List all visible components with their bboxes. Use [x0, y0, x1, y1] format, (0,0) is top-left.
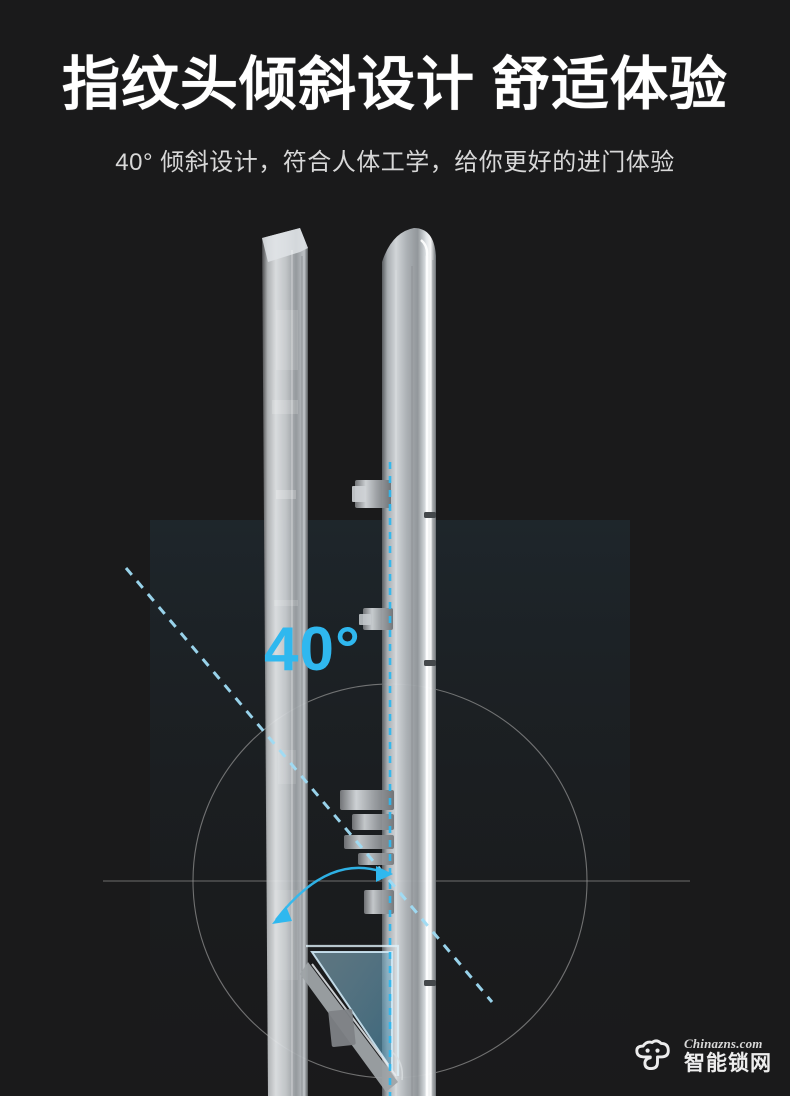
angle-arc — [275, 866, 389, 921]
page-title: 指纹头倾斜设计 舒适体验 — [61, 52, 729, 117]
lock-back-panel — [262, 228, 308, 1096]
angle-annotation — [124, 462, 494, 1096]
product-diagram: 40° — [0, 190, 790, 1096]
watermark-site: Chinazns.com — [684, 1036, 763, 1051]
angle-label: 40° — [264, 615, 361, 684]
page-subtitle: 40° 倾斜设计，符合人体工学，给你更好的进门体验 — [115, 148, 675, 176]
diagram-canvas: 40° — [103, 228, 690, 1096]
cloud-lock-logo-icon — [635, 1038, 670, 1070]
lock-front-body — [382, 228, 436, 1096]
watermark-name: 智能锁网 — [684, 1052, 772, 1075]
watermark: Chinazns.com 智能锁网 — [631, 1037, 772, 1074]
angle-arrow-left — [272, 906, 292, 924]
fingerprint-head-highlight — [300, 944, 404, 1092]
angle-arrow-right — [376, 866, 393, 882]
header: 指纹头倾斜设计 舒适体验 40° 倾斜设计，符合人体工学，给你更好的进门体验 — [0, 0, 790, 177]
